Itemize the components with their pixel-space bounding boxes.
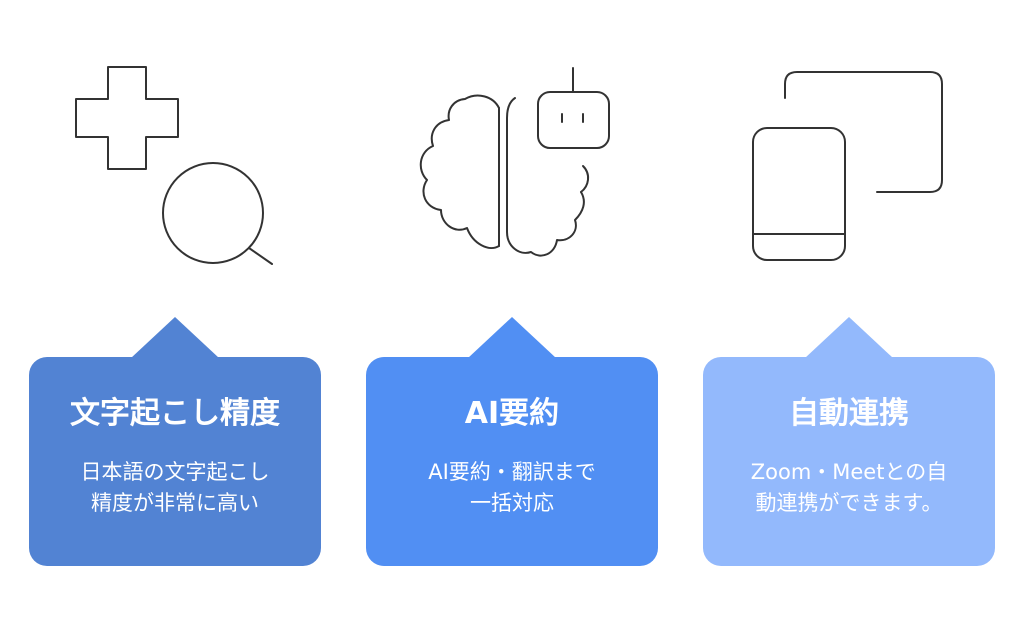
feature-description: AI要約・翻訳まで 一括対応 [366,457,658,519]
feature-card-auto-integration: 自動連携 Zoom・Meetとの自 動連携ができます。 [703,317,995,566]
brain-icon [419,94,500,249]
plus-magnifier-icon [75,66,273,265]
plus-icon [75,66,179,170]
devices-icon [752,71,943,261]
feature-description-line: 一括対応 [470,491,554,515]
feature-description-line: Zoom・Meetとの自 [750,460,948,484]
feature-description-line: 精度が非常に高い [91,491,259,515]
monitor-icon [784,71,943,193]
brain-robot-icon [419,67,610,257]
magnifier-lens-icon [162,162,264,264]
feature-title: 自動連携 [789,396,909,431]
feature-card-transcription: 文字起こし精度 日本語の文字起こし 精度が非常に高い [29,317,321,566]
feature-card-ai-summary: AI要約 AI要約・翻訳まで 一括対応 [366,317,658,566]
feature-description-line: AI要約・翻訳まで [428,460,596,484]
feature-description: 日本語の文字起こし 精度が非常に高い [29,457,321,519]
feature-description-line: 日本語の文字起こし [80,460,270,484]
phone-icon [752,127,846,261]
magnifier-handle-icon [248,247,273,265]
robot-head-icon [537,91,610,149]
feature-title: 文字起こし精度 [70,396,280,431]
feature-title: AI要約 [464,396,560,431]
feature-description: Zoom・Meetとの自 動連携ができます。 [703,457,995,519]
feature-description-line: 動連携ができます。 [755,491,943,515]
